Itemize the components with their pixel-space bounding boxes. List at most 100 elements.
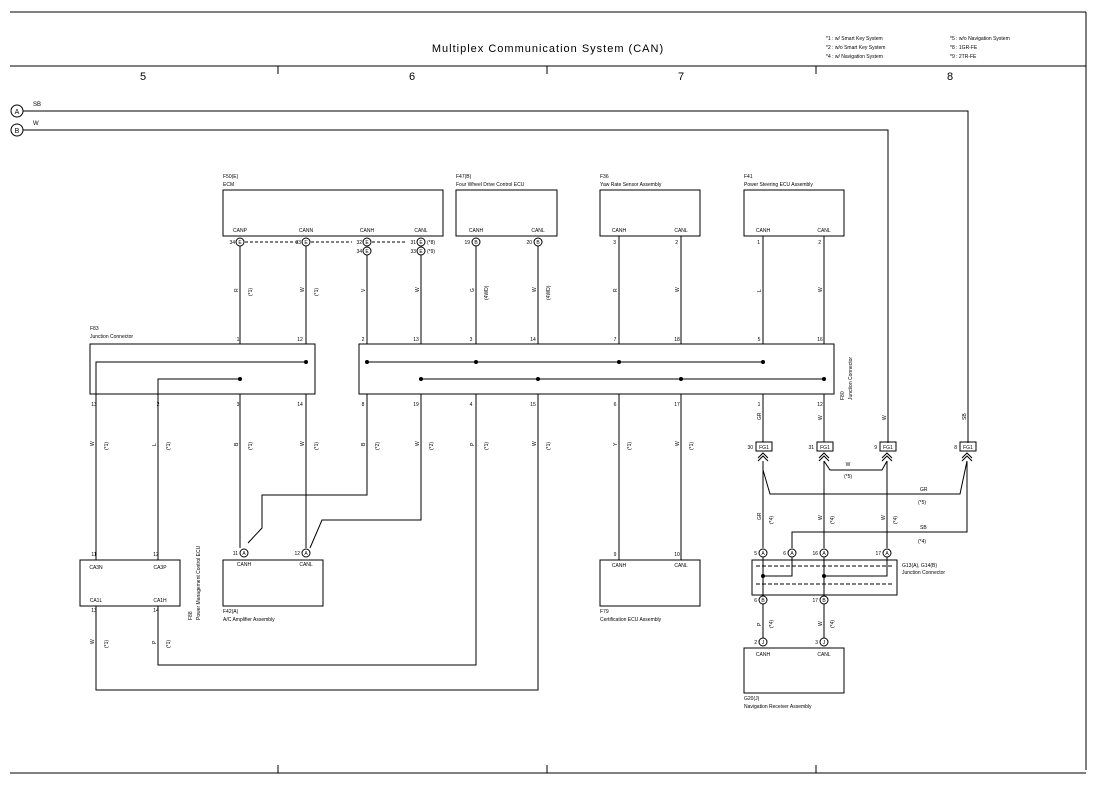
wire-note: (*1) [248, 288, 254, 296]
component-name: Power Steering ECU Assembly [744, 182, 813, 188]
svg-text:6: 6 [783, 551, 786, 557]
svg-text:GR: GR [920, 487, 928, 493]
pin-label: CANL [531, 228, 545, 234]
pin-label: CA1H [153, 598, 167, 604]
svg-text:33: 33 [410, 249, 416, 255]
ac-amplifier: A A 11 12 CANH CANL F42(A) A/C Amplifier… [222, 548, 324, 623]
wire-note: (*1) [314, 442, 320, 450]
svg-text:17: 17 [674, 402, 680, 408]
svg-text:B: B [761, 598, 765, 604]
column-number: 8 [947, 71, 953, 83]
fg1-connectors: FG1 FG1 FG1 FG1 30 31 9 8 W (*5) GR (*5)… [747, 441, 977, 548]
svg-text:11: 11 [91, 552, 96, 558]
svg-text:5: 5 [754, 551, 757, 557]
svg-text:3: 3 [470, 337, 473, 343]
wire-note: (*9) [427, 249, 435, 255]
pin-label: CANH [612, 228, 627, 234]
upper-terminals: B B 19 20 3 2 1 2 [464, 237, 821, 247]
svg-text:15: 15 [530, 402, 536, 408]
lower-wire-colors: W L B W B W P W Y W GR W W SB (*1) (*1) … [90, 412, 968, 450]
svg-text:20: 20 [526, 240, 532, 246]
component-name: Junction Connector [848, 357, 854, 400]
svg-text:1: 1 [237, 337, 240, 343]
svg-text:E: E [365, 240, 369, 246]
svg-text:G: G [470, 288, 476, 292]
svg-text:V: V [361, 288, 367, 292]
note: *5 : w/o Navigation System [950, 36, 1010, 42]
certification-ecu: 9 10 CANH CANL F79 Certification ECU Ass… [599, 552, 701, 623]
connector-label: FG1 [883, 445, 893, 451]
component-code: F80 [840, 391, 846, 400]
component-name: Yaw Rate Sensor Assembly [600, 182, 662, 188]
edge-letter: A [15, 109, 20, 116]
svg-text:B: B [234, 442, 240, 446]
note: *2 : w/o Smart Key System [826, 45, 885, 51]
pin-label: CANH [612, 563, 627, 569]
column-number: 5 [140, 71, 146, 83]
edge-reference-a: A SB [10, 102, 969, 443]
svg-text:7: 7 [614, 337, 617, 343]
pin-label: CA3P [153, 565, 167, 571]
svg-text:R: R [234, 288, 240, 292]
svg-text:13: 13 [413, 337, 419, 343]
note: *8 : 1GR-FE [950, 45, 978, 51]
component-code: F36 [600, 174, 609, 180]
svg-text:A: A [242, 551, 246, 557]
svg-text:6: 6 [614, 402, 617, 408]
wire-note: (*4) [830, 620, 836, 628]
wire-note: (*1) [104, 640, 110, 648]
pin-label: CANL [674, 563, 688, 569]
svg-text:A: A [885, 551, 889, 557]
svg-text:W: W [532, 441, 538, 446]
wire-note: (*4) [918, 539, 926, 545]
svg-text:W: W [90, 441, 96, 446]
lower-wires [95, 394, 825, 691]
svg-text:E: E [304, 240, 308, 246]
svg-text:33: 33 [295, 240, 301, 246]
svg-text:2: 2 [362, 337, 365, 343]
svg-text:32: 32 [356, 240, 362, 246]
svg-text:J: J [823, 640, 826, 646]
svg-text:17: 17 [812, 598, 818, 604]
pin-label: CANH [237, 562, 252, 568]
edge-wire-color: SB [33, 102, 41, 108]
four-wheel-drive-ecu: F47(B) Four Wheel Drive Control ECU CANH… [455, 174, 558, 237]
svg-text:16: 16 [812, 551, 818, 557]
svg-text:9: 9 [874, 445, 877, 451]
svg-text:SB: SB [962, 413, 968, 420]
pin-label: CANP [233, 228, 248, 234]
svg-text:A: A [790, 551, 794, 557]
svg-text:2: 2 [675, 240, 678, 246]
component-name: Junction Connector [90, 334, 133, 340]
svg-text:3: 3 [613, 240, 616, 246]
svg-text:E: E [419, 240, 423, 246]
junction-connector-f80: F80 Junction Connector 2 13 3 14 7 18 5 … [358, 337, 854, 408]
svg-text:E: E [419, 249, 423, 255]
svg-text:Y: Y [613, 442, 619, 446]
svg-text:12: 12 [817, 402, 823, 408]
svg-text:6: 6 [754, 598, 757, 604]
frame [10, 11, 1087, 774]
ecm-terminals: E E E E E E 34 33 32 31 34 33 (*8) (*9) [229, 237, 435, 256]
svg-text:12: 12 [153, 552, 159, 558]
svg-text:W: W [675, 287, 681, 292]
component-code: F83 [90, 326, 99, 332]
yaw-rate-sensor: F36 Yaw Rate Sensor Assembly CANH CANL [599, 174, 701, 237]
component-code: G20(J) [744, 696, 760, 702]
svg-text:31: 31 [410, 240, 416, 246]
svg-text:W: W [300, 287, 306, 292]
wire-note: (*4) [769, 516, 775, 524]
wire-note: (*1) [689, 442, 695, 450]
wire-note: (*1) [546, 442, 552, 450]
svg-text:W: W [675, 441, 681, 446]
svg-text:19: 19 [413, 402, 419, 408]
connector-label: FG1 [759, 445, 769, 451]
pin-label: CANL [674, 228, 688, 234]
svg-text:13: 13 [91, 402, 97, 408]
svg-text:J: J [762, 640, 765, 646]
pin-label: CA3N [89, 565, 103, 571]
svg-text:W: W [90, 639, 96, 644]
connector-label: FG1 [963, 445, 973, 451]
column-number: 6 [409, 71, 415, 83]
power-management-ecu: CA3N CA3P CA1L CA1H F88 Power Management… [79, 545, 202, 648]
